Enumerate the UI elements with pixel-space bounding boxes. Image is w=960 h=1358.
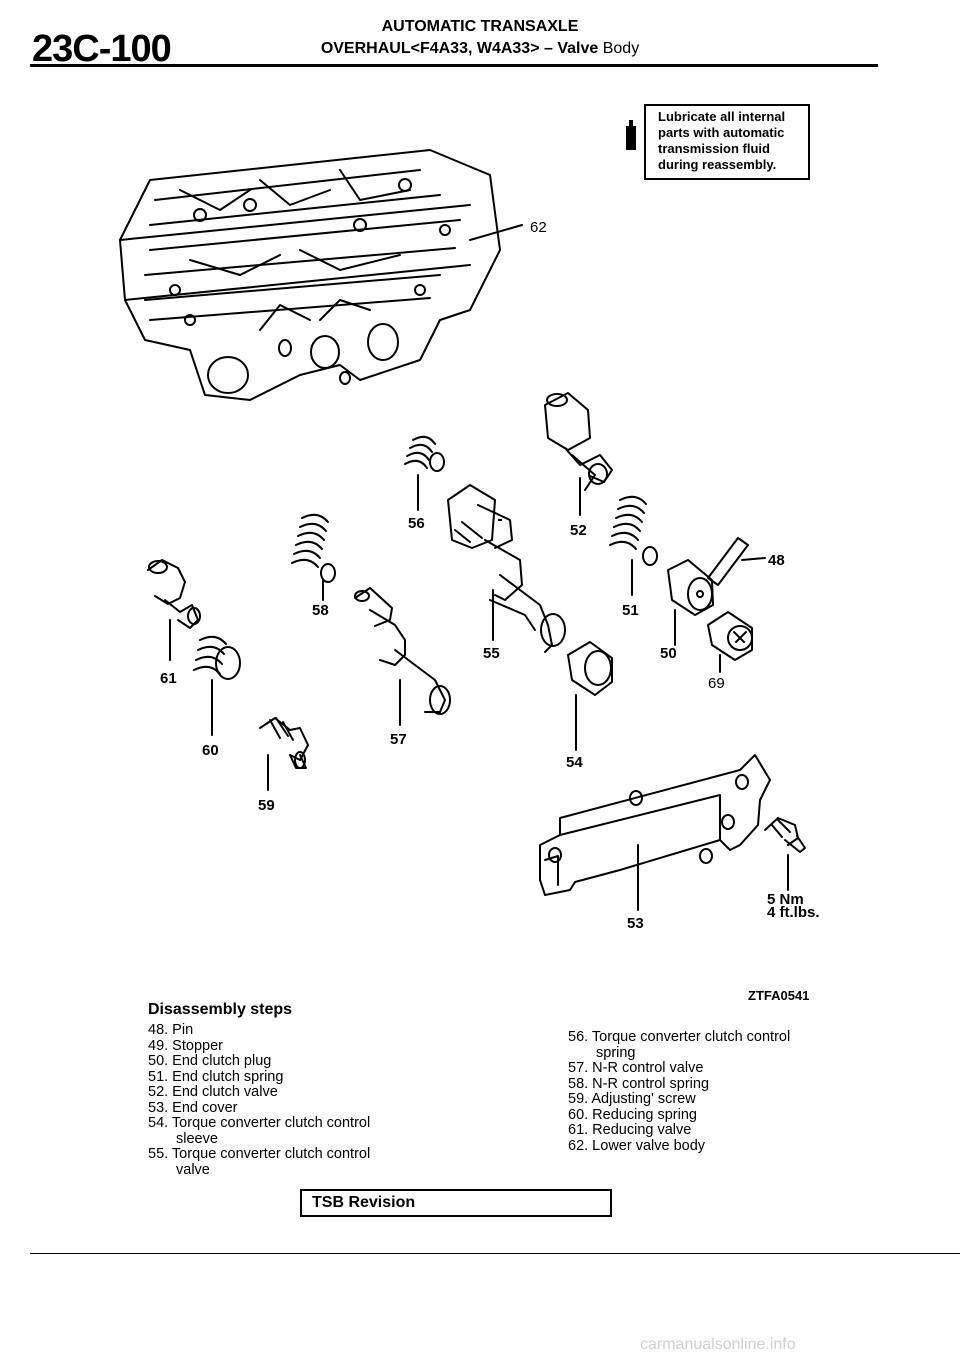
tcc-control-valve [447,484,566,653]
end-clutch-valve [544,392,613,491]
step-58: 58. N-R control spring [568,1075,710,1092]
pin [707,537,766,586]
note-line-1: Lubricate all internal [658,109,786,124]
end-cover [539,754,771,896]
steps-left-column: 48. Pin 49. Stopper 50. End clutch plug … [148,1022,371,1178]
tcc-control-sleeve [567,641,613,696]
header-rule [30,64,878,67]
section-subtitle: OVERHAUL<F4A33, W4A33> – Valve Body [300,40,660,58]
page-number: 23C-100 [32,28,172,70]
step-59: 59. Adjusting' screw [568,1091,696,1107]
step-57: 57. N-R control valve [568,1060,704,1076]
watermark: carmanualsonline.info [640,1336,796,1353]
label-61: 61 [160,670,177,687]
torque-nm: 5 Nm [767,891,804,908]
stopper [707,611,753,661]
oil-can-icon [626,120,636,150]
end-cover-bolt [764,817,806,853]
step-52: 52. End clutch valve [148,1084,278,1100]
label-62: 62 [530,219,547,236]
step-50: 50. End clutch plug [148,1053,272,1069]
subtitle-bold: OVERHAUL<F4A33, W4A33> – Valve [320,40,599,57]
label-58: 58 [312,602,329,619]
label-52: 52 [570,522,587,539]
note-line-4: during reassembly. [658,157,777,172]
subtitle-plain: Body [602,40,640,57]
end-clutch-plug [667,559,714,616]
step-54-cont: sleeve [176,1130,218,1147]
label-55: 55 [483,645,500,662]
valve-body-exploded-diagram: 62 56 52 48 58 51 55 50 61 69 60 57 54 5… [119,149,820,932]
tcc-control-spring [404,435,445,472]
reducing-valve [147,559,201,629]
label-57: 57 [390,731,407,748]
nr-control-spring [291,513,336,583]
label-56: 56 [408,515,425,532]
nr-control-valve [354,587,451,715]
tsb-revision-label: TSB Revision [312,1194,416,1211]
step-53: 53. End cover [148,1099,238,1116]
note-line-2: parts with automatic [658,125,785,140]
label-54: 54 [566,754,583,771]
step-48: 48. Pin [148,1022,194,1038]
step-54: 54. Torque converter clutch control [148,1115,371,1131]
step-62: 62. Lower valve body [568,1137,706,1154]
steps-right-column: 56. Torque converter clutch control spri… [568,1029,791,1154]
step-49: 49. Stopper [148,1037,223,1054]
label-69: 69 [708,675,725,692]
step-56-cont: spring [596,1044,636,1061]
step-60: 60. Reducing spring [568,1106,697,1123]
lower-valve-body [119,149,501,401]
label-48: 48 [768,552,785,569]
lubrication-note: Lubricate all internal parts with automa… [626,104,810,180]
footer-rule [30,1253,960,1254]
tsb-revision-box: TSB Revision [300,1189,612,1217]
figure-code: ZTFA0541 [748,988,810,1003]
reducing-spring [193,635,241,680]
step-55-cont: valve [176,1161,210,1178]
end-clutch-spring [609,495,658,566]
step-56: 56. Torque converter clutch control [568,1029,791,1045]
label-50: 50 [660,645,677,662]
disassembly-steps-title: Disassembly steps [148,1001,293,1018]
step-55: 55. Torque converter clutch control [148,1146,371,1162]
torque-ftlbs: 4 ft.lbs. [767,904,820,921]
step-51: 51. End clutch spring [148,1068,284,1085]
adjusting-screw [259,717,309,769]
note-line-3: transmission fluid [658,141,770,156]
step-61: 61. Reducing valve [568,1122,692,1138]
section-title: AUTOMATIC TRANSAXLE [381,18,579,35]
label-51: 51 [622,602,639,619]
label-59: 59 [258,797,275,814]
label-53: 53 [627,915,644,932]
label-60: 60 [202,742,219,759]
